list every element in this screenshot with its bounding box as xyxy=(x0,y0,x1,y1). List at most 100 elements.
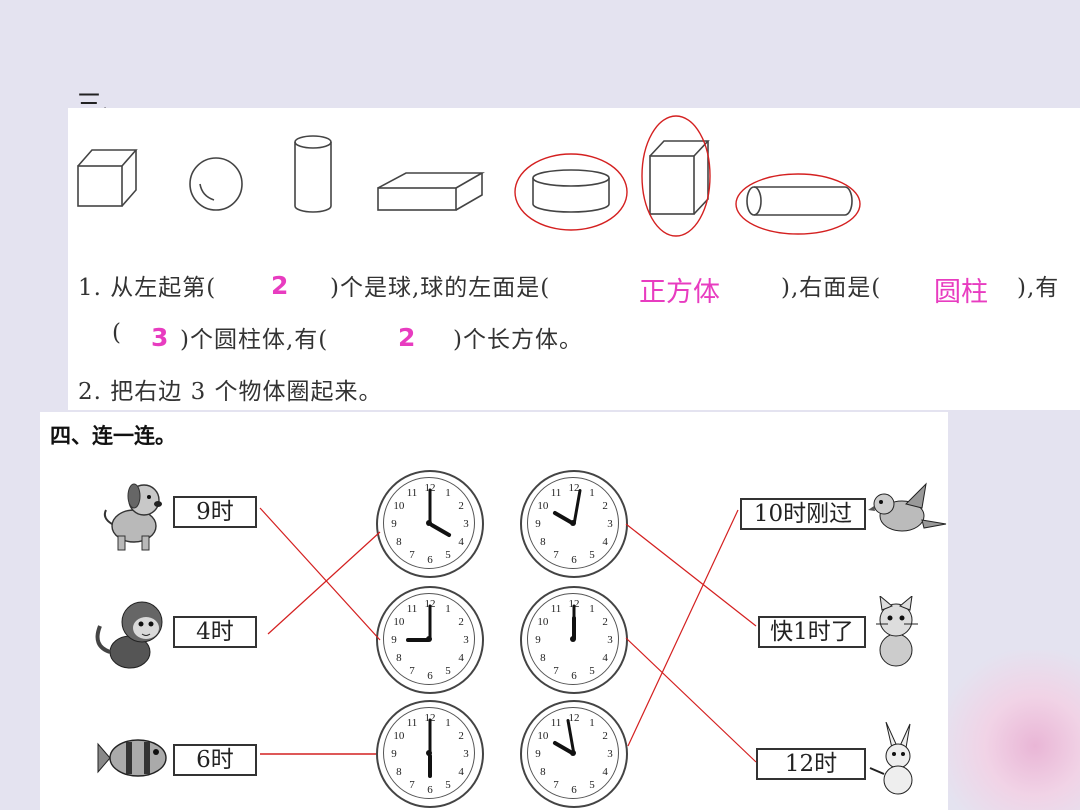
cuboid-flat-shape xyxy=(377,172,485,211)
clock-numeral: 6 xyxy=(427,784,433,796)
clock-numeral: 5 xyxy=(445,549,451,562)
cylinder-flat-shape xyxy=(532,169,610,213)
answer-cuboid-count: 2 xyxy=(398,323,416,352)
clock-numeral: 8 xyxy=(396,766,402,778)
clock-center xyxy=(426,520,432,526)
clock-numeral: 8 xyxy=(540,652,546,664)
clock-numeral: 1 xyxy=(445,602,451,615)
cat-icon xyxy=(876,596,918,667)
clock-numeral: 11 xyxy=(550,486,562,499)
clock-numeral: 1 xyxy=(589,602,595,615)
sphere-shape xyxy=(189,157,243,211)
clock-numeral: 3 xyxy=(463,748,469,760)
clock-numeral: 5 xyxy=(445,665,451,678)
clock-numeral: 6 xyxy=(571,554,577,566)
clock-numeral: 1 xyxy=(445,486,451,499)
clock-face xyxy=(383,593,475,685)
label-12-oclock: 12时 xyxy=(756,748,866,780)
question-1-line-2-a: ( xyxy=(112,320,122,346)
clock-numeral: 3 xyxy=(463,518,469,530)
clock-numeral: 6 xyxy=(427,670,433,682)
clock-numeral: 9 xyxy=(391,518,397,530)
clock-numeral: 4 xyxy=(458,652,464,664)
clock-center xyxy=(570,520,576,526)
clock-numeral: 7 xyxy=(409,779,415,792)
match-line-just-after-10 xyxy=(627,509,739,747)
clock-numeral: 4 xyxy=(602,652,608,664)
hour-hand xyxy=(428,754,432,778)
clock-numeral: 10 xyxy=(537,730,549,742)
clock-numeral: 11 xyxy=(550,716,562,729)
clock-numeral: 10 xyxy=(393,730,405,742)
clock-numeral: 7 xyxy=(553,549,559,562)
answer-cylinder-count: 3 xyxy=(151,323,169,352)
background-splash xyxy=(930,650,1080,810)
minute-hand xyxy=(428,718,432,754)
answer-left-of-ball: 正方体 xyxy=(639,277,720,308)
circle-annotation-1 xyxy=(514,153,628,231)
clock-face xyxy=(527,707,619,799)
monkey-icon xyxy=(95,601,163,669)
section-4-panel: 四、连一连。 9时 4时 6时 123456789101112123456789… xyxy=(40,412,948,810)
clock-face xyxy=(527,477,619,569)
match-line-12-oclock xyxy=(625,637,757,763)
clock-numeral: 2 xyxy=(602,616,608,628)
label-9-oclock: 9时 xyxy=(173,496,257,528)
clock-face xyxy=(383,477,475,569)
clock-numeral: 10 xyxy=(393,500,405,512)
minute-hand xyxy=(428,604,432,640)
clock-numeral: 8 xyxy=(540,536,546,548)
label-almost-1: 快1时了 xyxy=(758,616,866,648)
clock-numeral: 2 xyxy=(458,730,464,742)
clock-numeral: 5 xyxy=(445,779,451,792)
clock-numeral: 11 xyxy=(406,602,418,615)
match-line-9-oclock xyxy=(259,507,381,641)
question-1-line-2-b: )个圆柱体,有( xyxy=(180,327,329,353)
match-line-4-oclock xyxy=(267,531,381,635)
clock-numeral: 10 xyxy=(537,616,549,628)
clock-numeral: 1 xyxy=(589,486,595,499)
rabbit-icon xyxy=(869,722,913,795)
clock-numeral: 9 xyxy=(535,748,541,760)
clock-numeral: 9 xyxy=(391,634,397,646)
clock-numeral: 4 xyxy=(602,766,608,778)
clock-numeral: 3 xyxy=(463,634,469,646)
clock-numeral: 4 xyxy=(602,536,608,548)
clock-numeral: 10 xyxy=(537,500,549,512)
clock-numeral: 3 xyxy=(607,748,613,760)
answer-ball-position: 2 xyxy=(271,271,289,300)
clock-numeral: 10 xyxy=(393,616,405,628)
clock-numeral: 7 xyxy=(553,665,559,678)
clock-center xyxy=(570,636,576,642)
clock-numeral: 2 xyxy=(458,500,464,512)
clock-numeral: 6 xyxy=(571,670,577,682)
clock-numeral: 4 xyxy=(458,766,464,778)
clock-numeral: 9 xyxy=(391,748,397,760)
cylinder-lying-shape xyxy=(746,186,853,216)
clock-center xyxy=(426,636,432,642)
clock-numeral: 11 xyxy=(406,716,418,729)
minute-hand xyxy=(428,488,432,524)
clock-numeral: 2 xyxy=(602,730,608,742)
cylinder-tall-shape xyxy=(294,135,332,213)
clock-numeral: 3 xyxy=(607,634,613,646)
clock-numeral: 11 xyxy=(550,602,562,615)
clock-numeral: 2 xyxy=(602,500,608,512)
question-1-part-1: 1. 从左起第( xyxy=(78,275,217,301)
section-3-panel: 1. 从左起第( 2 )个是球,球的左面是( 正方体 ),右面是( 圆柱 ),有… xyxy=(68,108,1080,410)
clock-numeral: 8 xyxy=(396,536,402,548)
fish-icon xyxy=(97,739,167,777)
clock-numeral: 3 xyxy=(607,518,613,530)
clock-numeral: 5 xyxy=(589,549,595,562)
clock-center xyxy=(570,750,576,756)
question-1-line-2-c: )个长方体。 xyxy=(453,327,583,353)
match-line-almost-1 xyxy=(625,523,757,627)
clock-numeral: 9 xyxy=(535,634,541,646)
clock-numeral: 2 xyxy=(458,616,464,628)
cube-shape xyxy=(77,149,138,207)
clock-face xyxy=(383,707,475,799)
clock-center xyxy=(426,750,432,756)
clock-numeral: 6 xyxy=(571,784,577,796)
